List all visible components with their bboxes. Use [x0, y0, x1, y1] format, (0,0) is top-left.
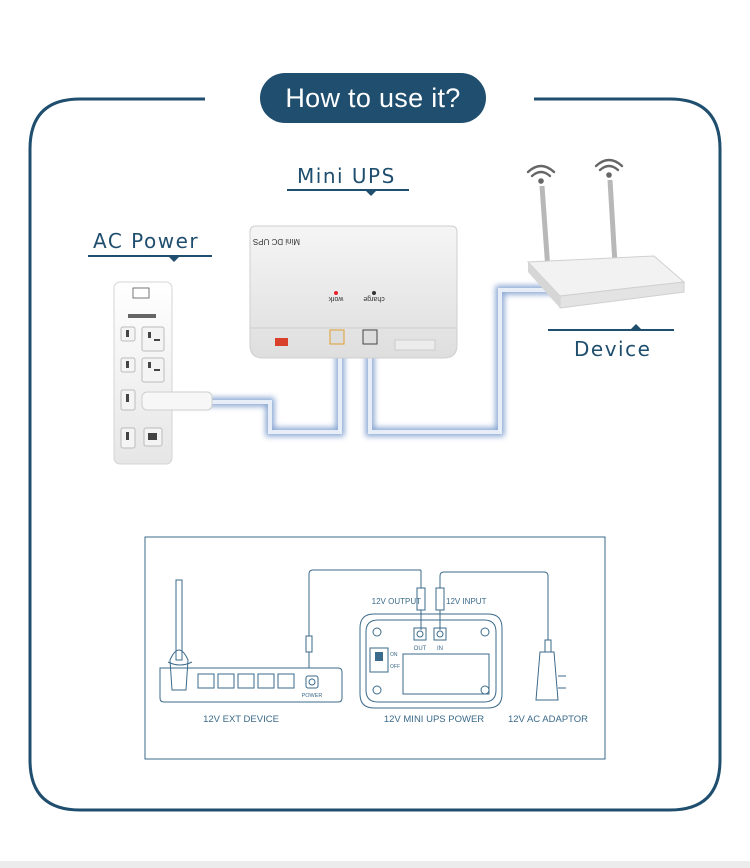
wifi-icon-right — [594, 158, 624, 178]
power-cable — [150, 340, 345, 437]
out-port-label: OUT — [414, 646, 427, 652]
ups-charge-label: charge — [363, 295, 385, 302]
ups-brand-text: Mini DC UPS — [253, 237, 300, 246]
ups-work-label: work — [328, 295, 344, 302]
connection-illustration: Mini DC UPS work charge — [88, 158, 686, 465]
wifi-icon-left — [526, 164, 556, 184]
ac-power-label: AC Power — [93, 229, 200, 253]
output-label: 12V OUTPUT — [372, 597, 421, 606]
mini-ups-label: Mini UPS — [297, 164, 396, 188]
off-label: OFF — [390, 664, 400, 670]
power-strip — [113, 281, 213, 465]
on-label: ON — [390, 652, 398, 658]
page-title: How to use it? — [260, 73, 486, 123]
router-device — [526, 158, 686, 309]
bottom-divider — [0, 861, 750, 868]
ac-power-underline — [88, 255, 212, 262]
adaptor-caption: 12V AC ADAPTOR — [508, 714, 588, 725]
input-label: 12V INPUT — [446, 597, 487, 606]
mini-ups-underline — [287, 189, 409, 196]
mini-ups-device: Mini DC UPS work charge — [249, 225, 458, 359]
in-port-label: IN — [437, 646, 443, 652]
device-label: Device — [574, 337, 652, 361]
device-underline — [548, 324, 674, 331]
power-port-label: POWER — [302, 693, 323, 699]
ext-device-caption: 12V EXT DEVICE — [203, 714, 279, 725]
ups-caption: 12V MINI UPS POWER — [384, 714, 484, 725]
device-cable — [365, 285, 560, 437]
